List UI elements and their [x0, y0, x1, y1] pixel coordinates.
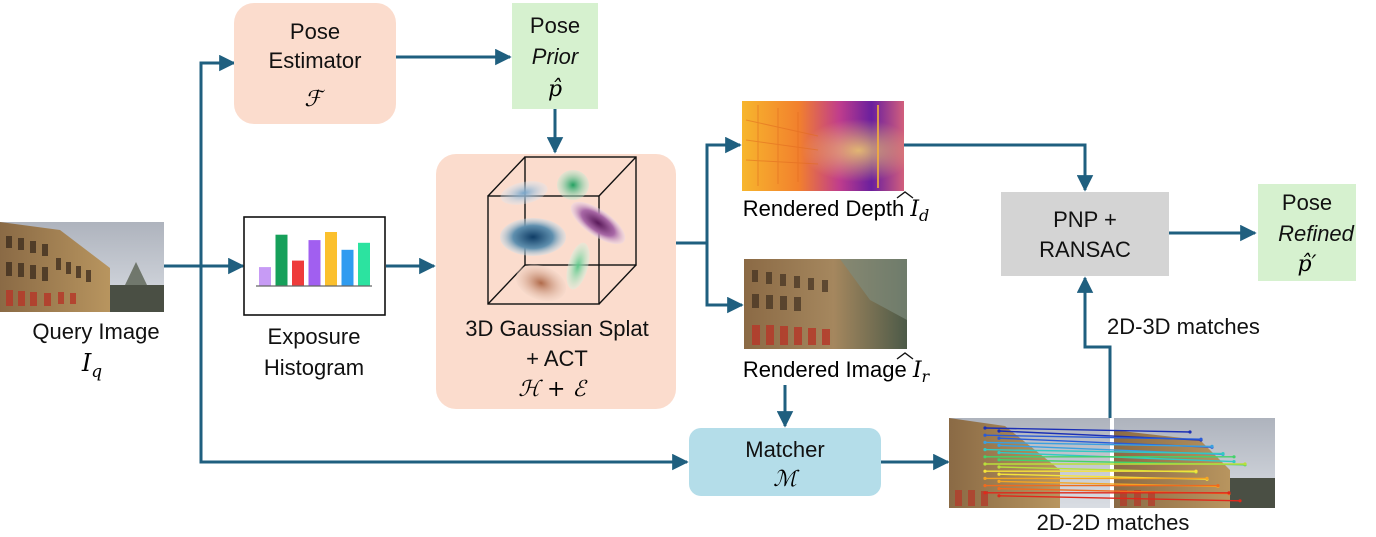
match-keypoint: [1238, 499, 1242, 503]
match-keypoint: [997, 436, 1001, 440]
histogram-bars: [259, 232, 370, 286]
gaussian-splat-node: 3D Gaussian Splat + ACT ℋ + ℰ: [436, 154, 676, 409]
match-keypoint: [997, 487, 1001, 491]
match-keypoint: [997, 429, 1001, 433]
pose-prior-label-1: Pose: [530, 13, 580, 38]
query-image-symbol: Iq: [81, 349, 102, 382]
histogram-bar: [325, 232, 337, 286]
rendered-symbol-hat: [896, 352, 914, 360]
pnp-label-1: PNP +: [1053, 207, 1117, 232]
pose-prior-node: Pose Prior p̂: [512, 3, 598, 109]
gaussian-cube: [487, 156, 637, 305]
pose-refined-symbol: p̂′: [1297, 252, 1316, 277]
matches-2d2d-label: 2D-2D matches: [1037, 510, 1190, 532]
match-keypoint: [997, 451, 1001, 455]
match-line: [984, 434, 1202, 440]
edges: [164, 48, 1257, 471]
gaussian-splat-label-2: + ACT: [526, 346, 588, 371]
match-keypoint: [983, 433, 987, 437]
histogram-bar: [259, 267, 271, 286]
match-keypoint: [997, 479, 1001, 483]
histogram-bar: [308, 240, 321, 286]
edge-trunk-to-matcher: [199, 266, 689, 471]
match-keypoint: [1216, 484, 1220, 488]
match-keypoint: [983, 469, 987, 473]
match-lines: [983, 426, 1247, 503]
pnp-ransac-node: PNP + RANSAC: [1001, 192, 1169, 276]
matcher-symbol: ℳ: [773, 467, 800, 492]
match-keypoint: [997, 458, 1001, 462]
pose-refined-label-2: Refined: [1278, 221, 1355, 246]
query-image-label: Query Image: [32, 319, 159, 344]
edge-splat-to-rendered-image: [705, 243, 744, 314]
pose-refined-node: Pose Refined p̂′: [1258, 184, 1356, 281]
match-keypoint: [1199, 437, 1203, 441]
match-keypoint: [983, 491, 987, 495]
match-keypoint: [997, 494, 1001, 498]
match-keypoint: [1188, 430, 1192, 434]
match-keypoint: [1227, 491, 1231, 495]
match-keypoint: [1210, 444, 1214, 448]
match-keypoint: [997, 443, 1001, 447]
match-keypoint: [983, 484, 987, 488]
gaussian-ellipsoids: [500, 170, 626, 302]
gaussian-splat-symbol: ℋ + ℰ: [518, 377, 588, 402]
pose-refined-label-1: Pose: [1282, 190, 1332, 215]
match-keypoint: [1194, 469, 1198, 473]
pose-estimator-label-2: Estimator: [269, 48, 362, 73]
histogram-bar: [292, 260, 304, 286]
match-keypoint: [1221, 452, 1225, 456]
edge-depth-to-pnp: [904, 143, 1094, 192]
rendered-depth-label: Rendered Depth Id: [743, 196, 930, 225]
rendered-image-label: Rendered Image Ir: [743, 357, 931, 386]
matcher-node: Matcher ℳ: [689, 428, 881, 496]
match-keypoint: [983, 462, 987, 466]
rendered-depth-image: [742, 101, 904, 191]
edge-trunk-to-pose-estimator: [199, 54, 236, 266]
match-keypoint: [1243, 462, 1247, 466]
match-line: [984, 448, 1224, 455]
gaussian-splat-label-1: 3D Gaussian Splat: [465, 316, 648, 341]
rendered-image-photo: [744, 259, 907, 349]
match-keypoint: [983, 448, 987, 452]
histogram-bar: [341, 249, 354, 286]
pnp-label-2: RANSAC: [1039, 237, 1131, 262]
match-keypoint: [997, 465, 1001, 469]
edge-splat-to-depth: [676, 136, 742, 245]
pose-estimator-symbol: ℱ: [304, 87, 325, 112]
histogram-bar: [358, 242, 370, 286]
match-line: [984, 441, 1213, 448]
pose-prior-label-2: Prior: [532, 44, 580, 69]
match-keypoint: [1232, 460, 1236, 464]
match-keypoint: [983, 426, 987, 430]
match-keypoint: [983, 476, 987, 480]
exposure-histogram-node: [243, 216, 386, 316]
edge-matches-to-pnp: [1076, 276, 1112, 418]
exposure-histogram-label-2: Histogram: [264, 355, 364, 380]
match-line: [998, 495, 1241, 502]
query-image-photo: [0, 222, 164, 312]
matches-2d2d-image: [949, 418, 1275, 508]
matcher-label: Matcher: [745, 437, 824, 462]
match-line: [984, 427, 1191, 433]
depth-symbol-hat: [896, 191, 914, 199]
exposure-histogram-label-1: Exposure: [268, 324, 361, 349]
match-keypoint: [983, 455, 987, 459]
match-keypoint: [997, 472, 1001, 476]
pose-estimator-label-1: Pose: [290, 19, 340, 44]
histogram-bar: [275, 234, 288, 286]
pose-prior-symbol: p̂: [548, 77, 562, 102]
matches-2d3d-label: 2D-3D matches: [1107, 314, 1260, 339]
match-keypoint: [983, 440, 987, 444]
pose-estimator-node: Pose Estimator ℱ: [234, 3, 396, 124]
match-keypoint: [1232, 455, 1236, 459]
match-keypoint: [1205, 476, 1209, 480]
